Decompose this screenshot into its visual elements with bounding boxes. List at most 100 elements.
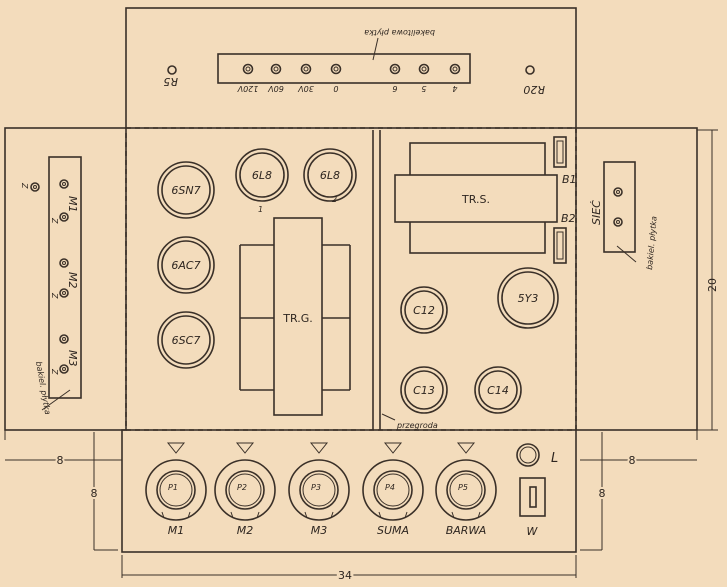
input-jack — [59, 334, 69, 344]
tube-socket — [303, 148, 357, 202]
power-switch[interactable] — [519, 477, 546, 517]
knob-label: M2 — [237, 524, 254, 537]
knob-label: SUMA — [377, 524, 409, 537]
terminal-label: 60V — [268, 84, 284, 93]
tube-socket — [497, 267, 559, 329]
capacitor — [400, 366, 448, 414]
right-flap-width-dim: 8 — [629, 454, 636, 467]
tube-socket — [157, 161, 215, 219]
left-flap: Z M1 M2 M3 Z Z Z bakiel. płytka — [4, 127, 127, 431]
tr-g-label: TR.G. — [282, 312, 313, 325]
terminal-jack — [389, 63, 401, 75]
pointer-triangle-icon — [235, 442, 255, 454]
front-height-dim-right: 8 — [599, 487, 606, 500]
input-jack — [59, 364, 69, 374]
fuse-b2-label: B2 — [561, 212, 576, 225]
knob-label: M1 — [168, 524, 185, 537]
tube-label: 5Y3 — [518, 292, 539, 305]
terminal-jack — [330, 63, 342, 75]
terminal-jack — [270, 63, 282, 75]
pot-label: P2 — [237, 483, 247, 492]
output-transformer: TR.G. — [239, 217, 351, 416]
input-jack — [59, 212, 69, 222]
input-m2-label: M2 — [66, 272, 79, 289]
mains-label: SIEĆ — [590, 200, 603, 225]
potentiometer-knob[interactable] — [362, 459, 424, 521]
pointer-triangle-icon — [166, 442, 186, 454]
right-plate-label: bakiel. płytka — [645, 216, 659, 271]
terminal-label: 4 — [452, 84, 457, 93]
pot-label: P3 — [311, 483, 321, 492]
potentiometer-knob[interactable] — [435, 459, 497, 521]
mains-strip — [603, 161, 636, 253]
pointer-triangle-icon — [383, 442, 403, 454]
switch-label: W — [527, 525, 539, 538]
tube-label: 6SC7 — [172, 334, 201, 347]
left-flap-width-dim: 8 — [57, 454, 64, 467]
partition-label: przegroda — [396, 421, 438, 430]
terminal-jack — [449, 63, 461, 75]
potentiometer-knob[interactable] — [288, 459, 350, 521]
capacitor-label: C14 — [487, 384, 509, 397]
r20-label: R20 — [523, 83, 545, 96]
pointer-triangle-icon — [456, 442, 476, 454]
tube-label: 6L8 — [252, 169, 272, 182]
pilot-lamp — [516, 443, 540, 467]
pot-label: P5 — [458, 483, 468, 492]
tube-label: 6AC7 — [171, 259, 200, 272]
pot-label: P4 — [385, 483, 395, 492]
fuse-b1-label: B1 — [562, 173, 577, 186]
terminal-label: 120V — [237, 84, 258, 93]
tube-socket — [235, 148, 289, 202]
input-strip — [48, 156, 82, 399]
svg-text:2: 2 — [332, 195, 337, 204]
tube-socket — [157, 236, 215, 294]
height-dimension: 20 — [706, 278, 719, 292]
pointer-triangle-icon — [309, 442, 329, 454]
input-jack — [59, 179, 69, 189]
resistor-r20-hole — [525, 65, 535, 75]
front-height-dim-left: 8 — [91, 487, 98, 500]
terminal-label: 6 — [392, 84, 397, 93]
resistor-r5-hole — [167, 65, 177, 75]
svg-text:Z: Z — [50, 292, 59, 299]
capacitor-label: C13 — [413, 384, 435, 397]
terminal-strip — [217, 53, 471, 84]
arrow — [372, 37, 379, 61]
tr-s-label: TR.S. — [461, 193, 490, 206]
ground-label: Z — [20, 182, 29, 189]
potentiometer-knob[interactable] — [214, 459, 276, 521]
power-transformer: TR.S. — [394, 142, 558, 254]
knob-label: M3 — [311, 524, 328, 537]
input-m3-label: M3 — [66, 350, 79, 367]
svg-text:Z: Z — [50, 217, 59, 224]
r5-label: R5 — [163, 75, 178, 88]
right-flap: SIEĆ bakiel. płytka 20 — [575, 127, 719, 431]
lamp-label: L — [551, 451, 558, 466]
terminal-jack — [242, 63, 254, 75]
terminal-jack — [418, 63, 430, 75]
svg-text:Z: Z — [50, 368, 59, 375]
terminal-label: 5 — [421, 84, 426, 93]
input-m1-label: M1 — [66, 196, 79, 213]
terminal-label: 30V — [298, 84, 314, 93]
front-width-dim: 34 — [338, 569, 352, 582]
terminal-label: 0 — [333, 84, 338, 93]
capacitor — [474, 366, 522, 414]
fuse-b2 — [553, 227, 567, 264]
tube-label: 6L8 — [320, 169, 340, 182]
input-jack — [59, 258, 69, 268]
input-jack — [59, 288, 69, 298]
tube-socket — [157, 311, 215, 369]
potentiometer-knob[interactable] — [145, 459, 207, 521]
capacitor-label: C12 — [413, 304, 435, 317]
tube-label: 6SN7 — [171, 184, 200, 197]
fuse-b1 — [553, 136, 567, 168]
capacitor — [400, 286, 448, 334]
pot-label: P1 — [168, 483, 178, 492]
svg-text:1: 1 — [258, 205, 263, 214]
